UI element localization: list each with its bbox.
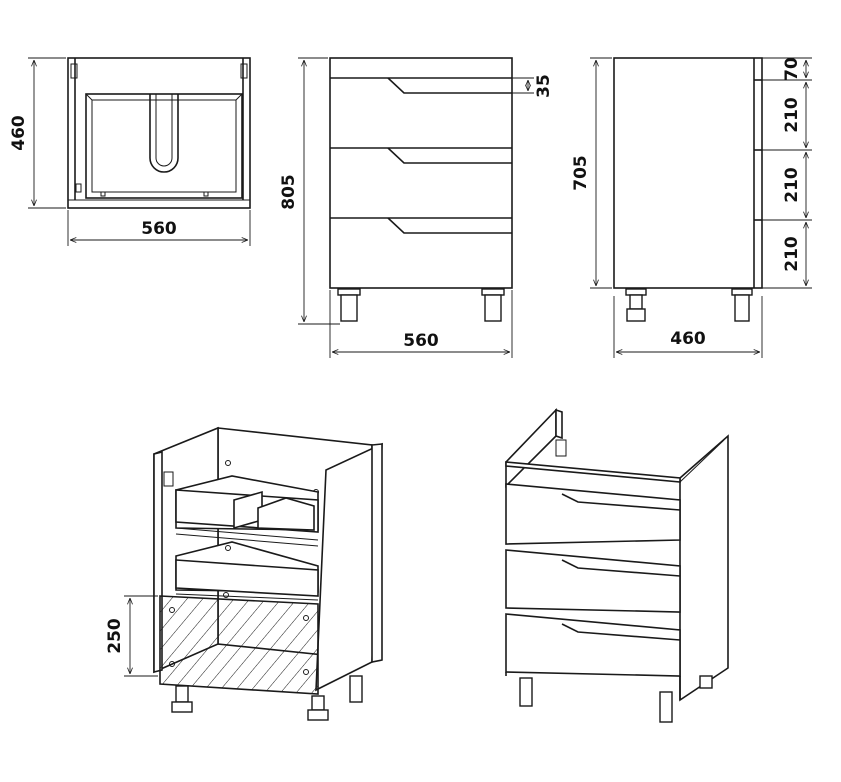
top-view-width-label: 560 <box>141 219 177 239</box>
side-view-seg1-label: 70 <box>782 57 802 81</box>
top-view-height-label: 460 <box>9 115 29 151</box>
iso-drawer-2 <box>505 549 681 613</box>
closed-isometric-view <box>505 408 729 723</box>
side-view-height-label: 705 <box>571 155 591 191</box>
front-drawer-3-handle <box>387 217 512 234</box>
top-view-outline <box>67 57 251 209</box>
iso-drawer-1 <box>505 483 681 545</box>
open-view-drawer-height-label: 250 <box>105 618 125 654</box>
front-drawer-2-handle <box>387 147 512 164</box>
front-view-width-label: 560 <box>403 331 439 351</box>
side-view-seg4-label: 210 <box>782 236 802 272</box>
siphon-cutout <box>149 94 179 173</box>
side-view-width-label: 460 <box>670 329 706 349</box>
front-view-height-label: 805 <box>279 174 299 210</box>
front-view: 805 35 560 <box>279 57 554 358</box>
front-view-outline <box>329 57 513 289</box>
top-view: 460 560 <box>9 57 251 246</box>
open-isometric-view: 250 <box>105 426 383 721</box>
top-view-drawer-box <box>85 93 243 199</box>
front-view-gap-label: 35 <box>534 74 554 98</box>
side-view-seg2-label: 210 <box>782 97 802 133</box>
side-view-outline <box>613 57 763 289</box>
side-view: 705 70 210 210 210 460 <box>571 57 812 358</box>
side-view-seg3-label: 210 <box>782 167 802 203</box>
iso-drawer-3 <box>505 613 681 677</box>
front-drawer-1-handle <box>387 77 512 94</box>
hatched-drawer-front <box>159 595 319 695</box>
